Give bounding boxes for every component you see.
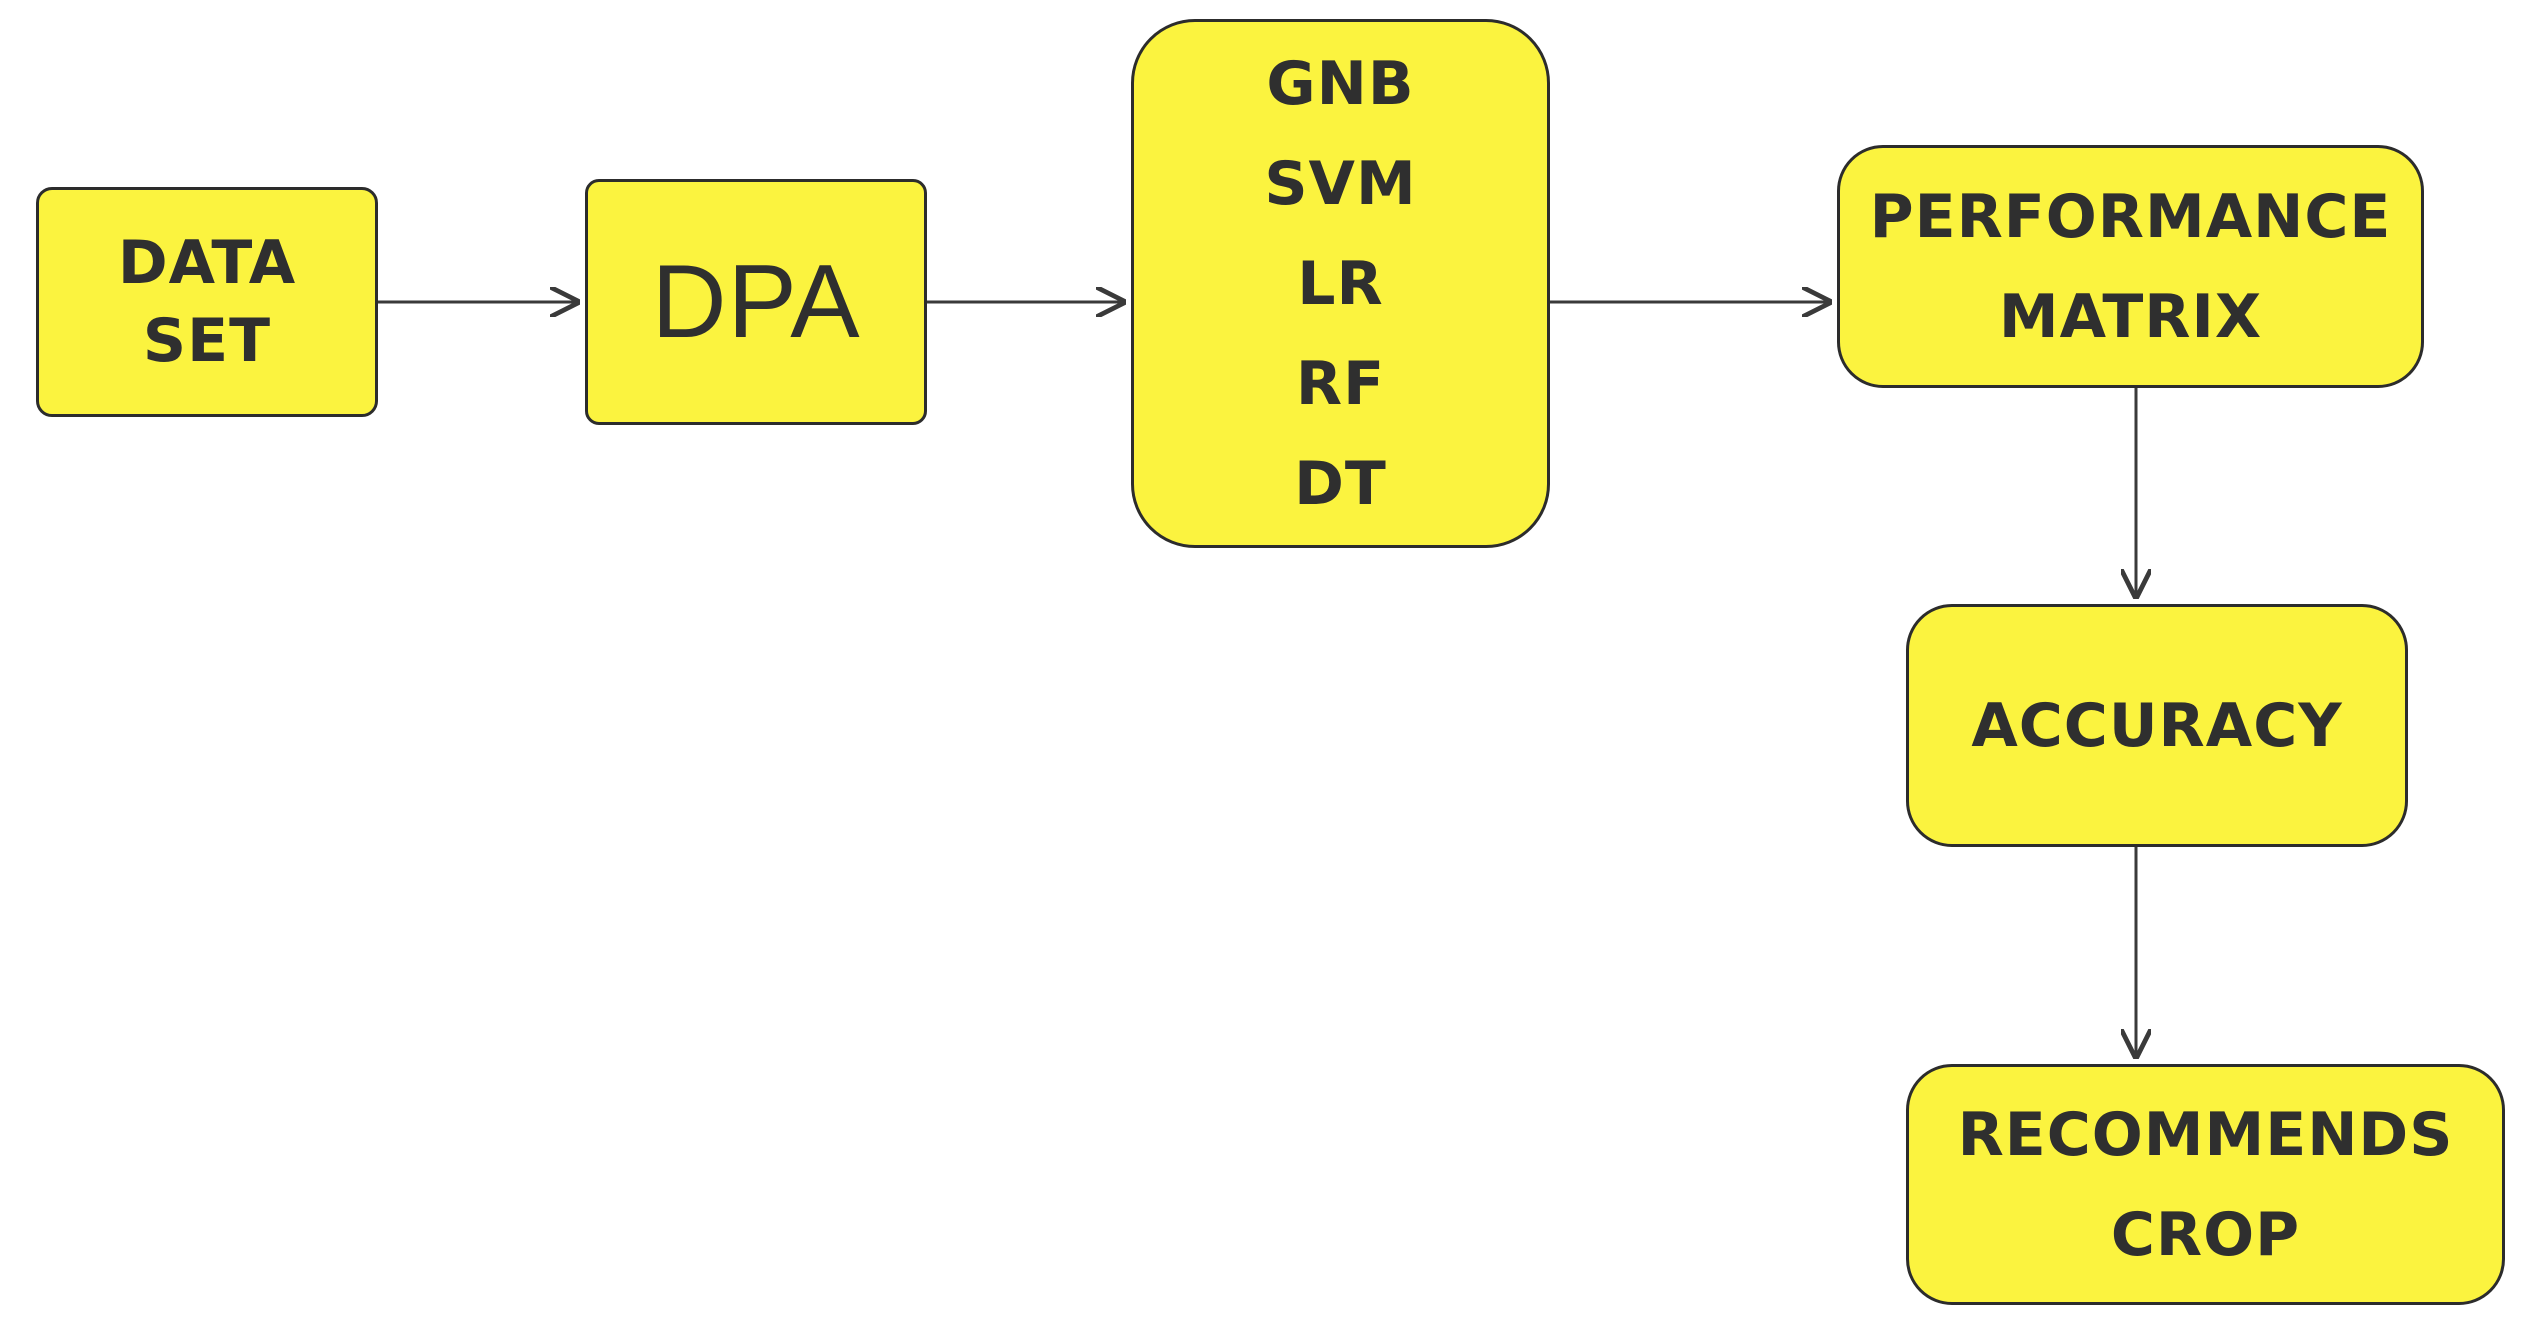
model-svm-label: SVM	[1264, 148, 1417, 219]
accuracy-label: ACCURACY	[1971, 690, 2343, 761]
accuracy-node: ACCURACY	[1906, 604, 2408, 847]
performance-label-line-2: MATRIX	[1998, 281, 2263, 352]
recommends-label-line-2: CROP	[2110, 1199, 2301, 1270]
dpa-label: DPA	[651, 243, 861, 360]
dpa-node: DPA	[585, 179, 927, 425]
dataset-label-line-1: DATA	[117, 228, 297, 298]
models-node: GNB SVM LR RF DT	[1131, 19, 1550, 548]
performance-label-line-1: PERFORMANCE	[1869, 181, 2392, 252]
dataset-label-line-2: SET	[142, 306, 272, 376]
model-dt-label: DT	[1294, 448, 1387, 519]
model-lr-label: LR	[1297, 248, 1384, 319]
recommends-label-line-1: RECOMMENDS	[1957, 1099, 2454, 1170]
dataset-node: DATA SET	[36, 187, 378, 417]
performance-matrix-node: PERFORMANCE MATRIX	[1837, 145, 2424, 388]
model-rf-label: RF	[1295, 348, 1386, 419]
model-gnb-label: GNB	[1266, 48, 1415, 119]
recommends-crop-node: RECOMMENDS CROP	[1906, 1064, 2505, 1305]
